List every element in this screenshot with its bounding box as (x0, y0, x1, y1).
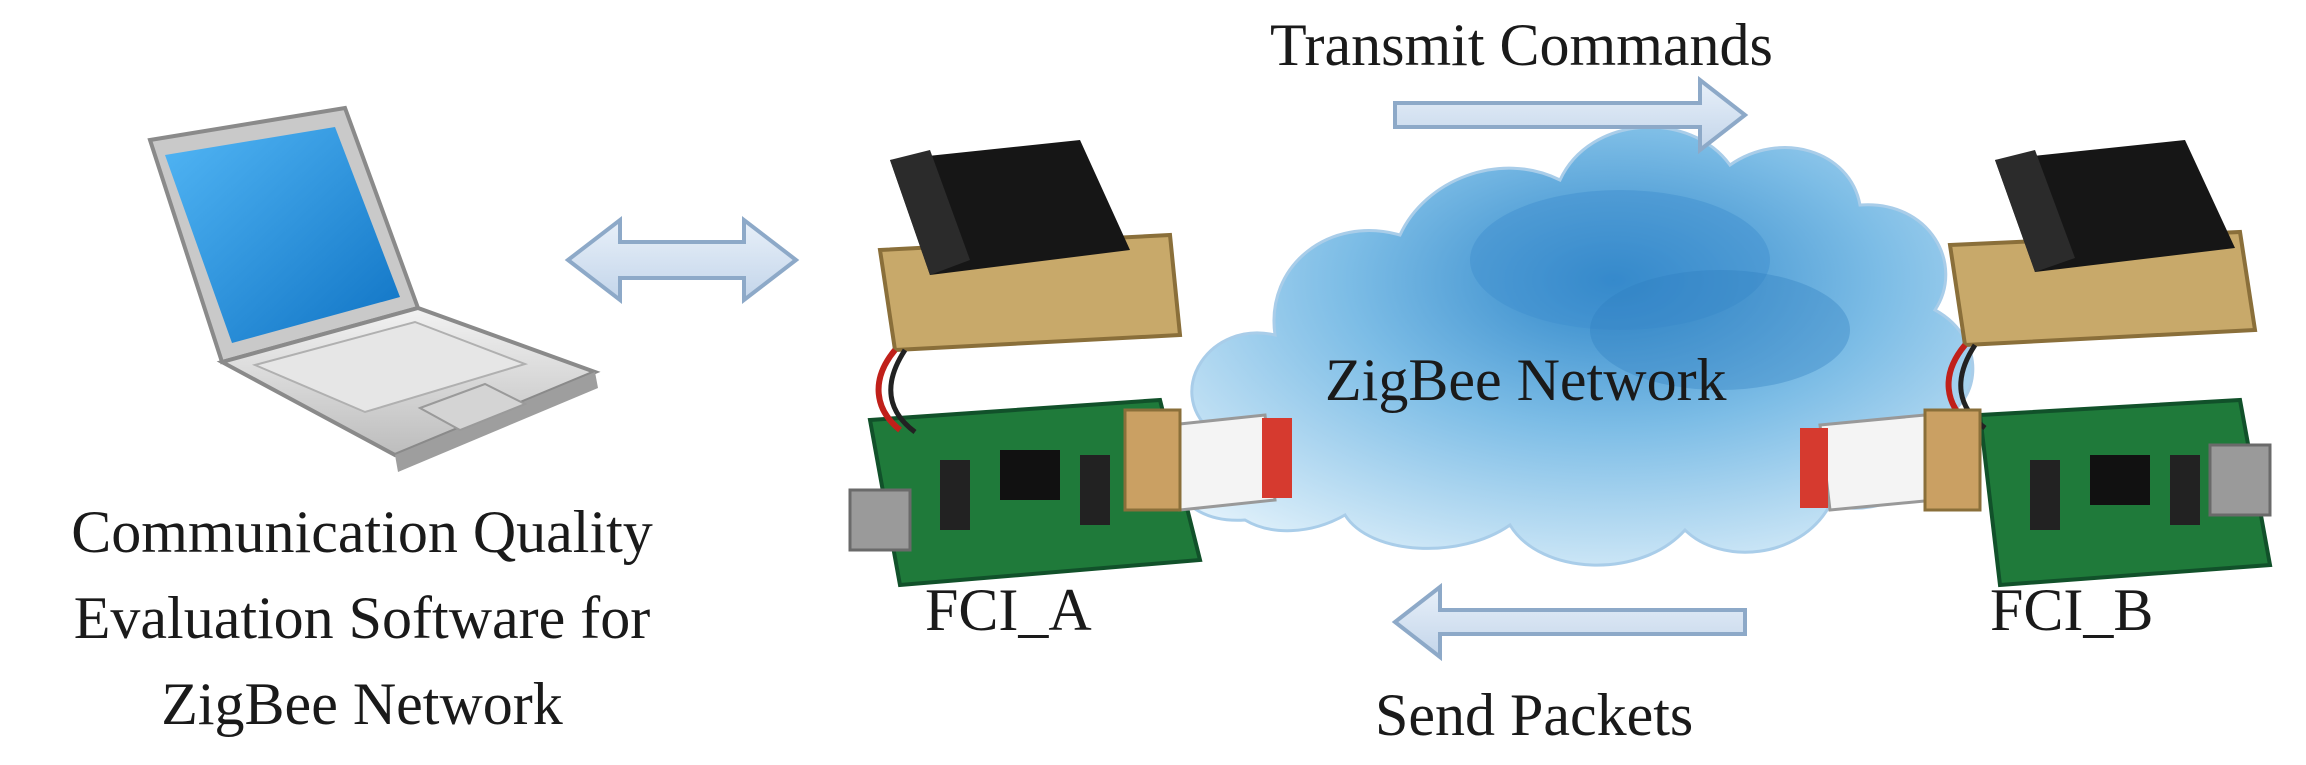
laptop-icon (147, 105, 601, 472)
cloud-icon (1173, 125, 1975, 567)
software-label-line3: ZigBee Network (161, 671, 563, 737)
arrow-right-icon (1393, 75, 1749, 155)
bidirectional-arrow-icon (564, 215, 800, 305)
transmit-commands-label: Transmit Commands (1270, 12, 1773, 78)
arrow-left-icon (1391, 582, 1747, 662)
software-label-line1: Communication Quality (71, 499, 653, 565)
fci-a-label: FCI_A (925, 577, 1092, 643)
circuit-board-icon (848, 140, 1292, 588)
send-packets-label: Send Packets (1375, 682, 1693, 748)
zigbee-network-label: ZigBee Network (1325, 347, 1727, 413)
circuit-board-icon (1800, 140, 2273, 588)
fci-b-label: FCI_B (1990, 577, 2153, 643)
software-label-line2: Evaluation Software for (74, 585, 650, 651)
